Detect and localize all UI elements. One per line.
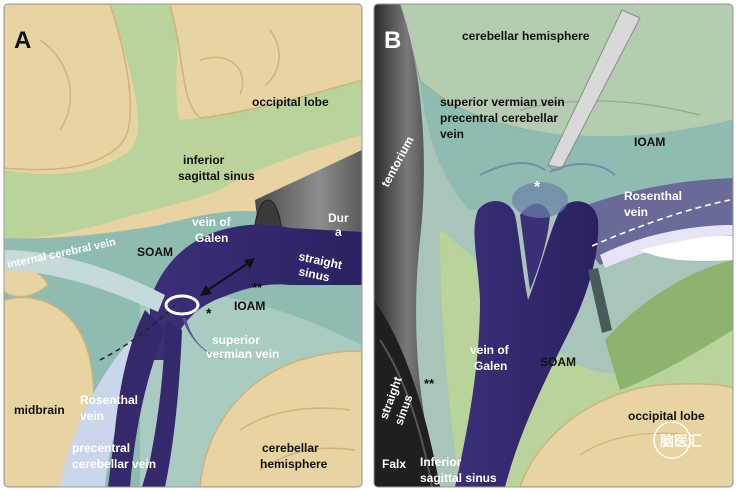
cerebral-sulcus (39, 39, 72, 131)
label-rosenthal-2-a: vein (80, 409, 104, 423)
label-superior-vermian-b: superior vermian vein (440, 95, 565, 109)
label-precentral-1-a: precentral (72, 441, 130, 455)
label-dura-1-a: Dur (328, 211, 349, 225)
rosenthal-highlight-b (600, 225, 733, 268)
rosenthal-band-b (560, 178, 733, 265)
straight-sinus-edge (379, 339, 433, 487)
internal-cerebral-vein-band (4, 250, 165, 312)
panel-b-letter: B (384, 27, 401, 54)
rosenthal-vein-shape (108, 310, 165, 487)
watermark-text: 脑医汇 (660, 433, 702, 449)
label-rosenthal-2-b: vein (624, 205, 648, 219)
label-precentral-1-b: precentral cerebellar (440, 111, 558, 125)
label-ioam-a: IOAM (234, 299, 265, 313)
label-occipital-lobe-a: occipital lobe (252, 95, 329, 109)
superior-vermian-branch (182, 318, 225, 360)
label-double-star-a: ** (252, 280, 263, 295)
label-falx-b: Falx (382, 457, 406, 471)
vermian-branches-b (479, 162, 616, 176)
arachnoid-membrane (4, 4, 362, 239)
label-cerebellar-hemisphere-b: cerebellar hemisphere (462, 29, 590, 43)
label-vein-of-galen-1-a: vein of (192, 215, 232, 229)
label-double-star-b: ** (424, 376, 435, 391)
vein-of-galen-shape (150, 224, 362, 360)
label-soam-a: SOAM (137, 245, 173, 259)
label-cerebellar-1-a: cerebellar (262, 441, 319, 455)
label-inferior-sagittal-1-a: inferior (183, 153, 225, 167)
white-gap-b (640, 235, 733, 261)
vein-of-galen-b-shape (455, 200, 599, 487)
label-inferior-sagittal-2-b: sagittal sinus (420, 471, 497, 485)
vein-convergence-b (512, 182, 568, 218)
occipital-sulcus-2 (264, 29, 280, 86)
watermark-logo-icon (653, 421, 691, 459)
bar-b-1 (588, 268, 612, 333)
label-straight-sinus-2-a: sinus (297, 264, 331, 284)
cerebral-hemisphere-shape (4, 4, 132, 171)
label-precentral-2-a: cerebellar vein (72, 457, 156, 471)
occipital-fold-b (579, 432, 691, 456)
dashed-line-a (99, 304, 176, 361)
label-midbrain-a: midbrain (14, 403, 65, 417)
panel-a-letter: A (14, 27, 31, 54)
cerebellar-hemisphere-shape (199, 350, 362, 487)
label-rosenthal-1-a: Rosenthal (80, 393, 138, 407)
cerebellar-fold-2 (259, 447, 356, 471)
cerebellar-fold (239, 407, 351, 431)
occipital-lobe-shape (169, 4, 362, 119)
label-soam-b: SOAM (540, 355, 576, 369)
surgical-instrument (547, 9, 641, 169)
label-occipital-lobe-b: occipital lobe (628, 409, 705, 423)
arrow-head-1 (200, 285, 212, 296)
central-branch-b (520, 203, 550, 290)
label-vein-of-galen-2-b: Galen (474, 359, 507, 373)
label-rosenthal-1-b: Rosenthal (624, 189, 682, 203)
panel-a-frame (3, 3, 363, 488)
label-dura-2-a: a (335, 225, 342, 239)
label-cerebellar-2-a: hemisphere (260, 457, 328, 471)
label-inferior-sagittal-2-a: sagittal sinus (178, 169, 255, 183)
label-vein-of-galen-1-b: vein of (470, 343, 510, 357)
label-superior-vermian-2-a: vermian vein (206, 347, 279, 361)
occipital-lobe-b-shape (518, 383, 733, 487)
label-star-b: * (534, 179, 541, 196)
panel-a: A occipital lobe inferior sagittal sinus… (4, 4, 362, 487)
double-arrow-line (204, 261, 251, 293)
panel-b-frame (373, 3, 734, 488)
green-fold-b (605, 260, 733, 390)
panel-b: B cerebellar hemisphere superior vermian… (374, 4, 733, 487)
dashed-line-b (591, 199, 731, 247)
label-precentral-2-b: vein (440, 127, 464, 141)
precentral-vein-shape (142, 320, 182, 487)
label-vein-of-galen-2-a: Galen (195, 231, 228, 245)
label-inferior-sagittal-1-b: Inferior (420, 455, 462, 469)
label-ioam-b: IOAM (634, 135, 665, 149)
vein-junction-ellipse (164, 294, 200, 316)
label-star-a: * (206, 305, 212, 321)
cerebellar-fold-b (519, 100, 701, 116)
occipital-sulcus (199, 56, 244, 96)
label-superior-vermian-1-a: superior (212, 333, 260, 347)
arrow-head-2 (244, 258, 255, 269)
